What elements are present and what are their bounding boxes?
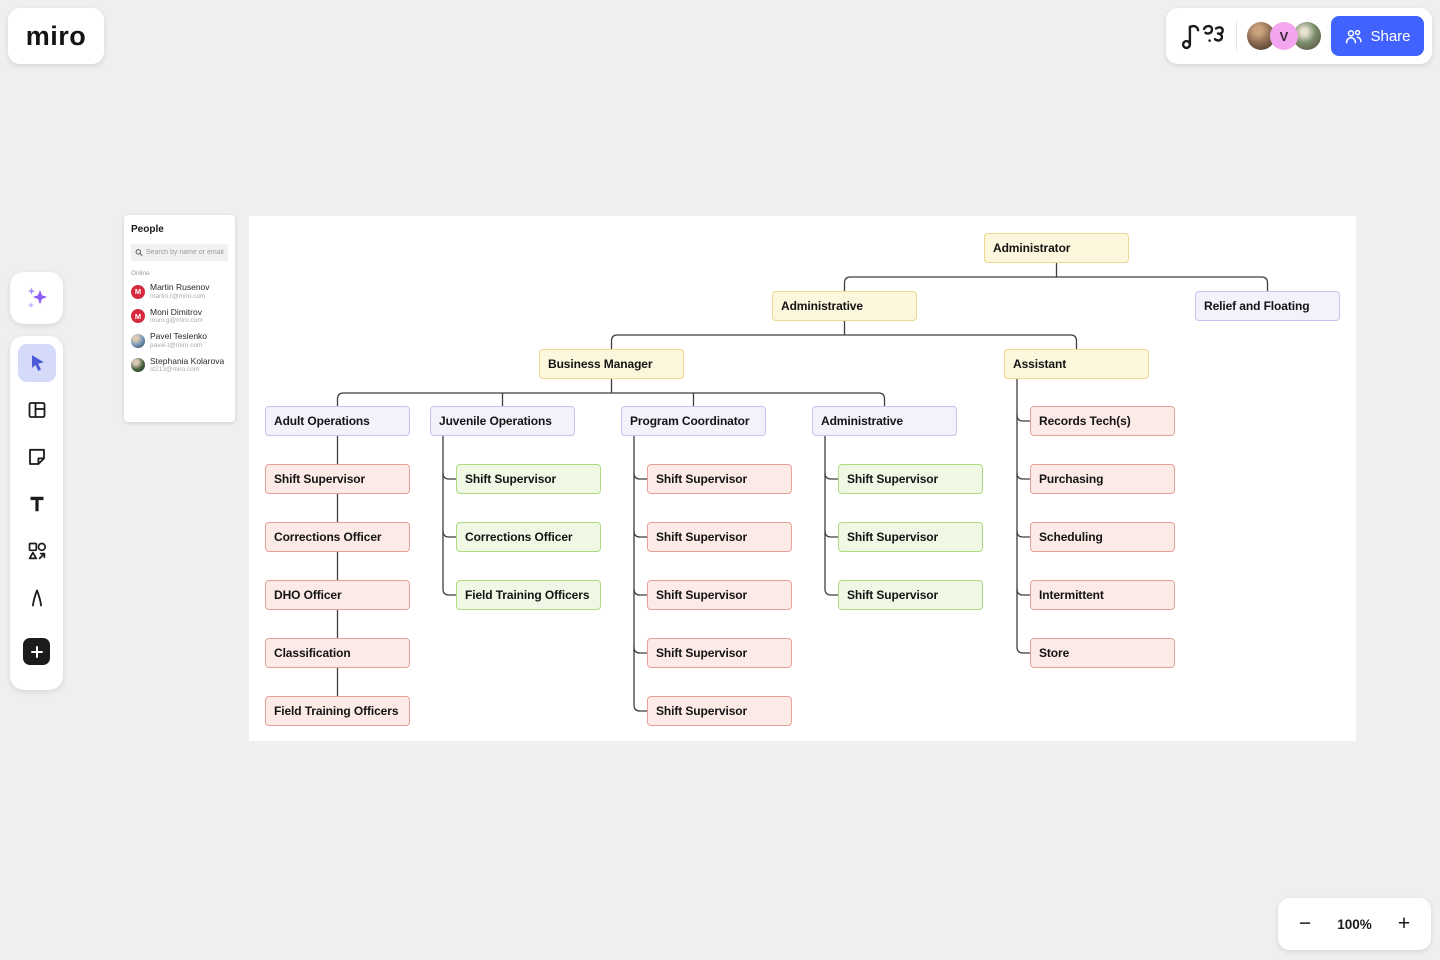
templates-icon bbox=[28, 402, 45, 418]
member-name: Martin Rusenov bbox=[150, 282, 210, 292]
org-node[interactable]: Shift Supervisor bbox=[265, 464, 410, 494]
member-name: Pavel Teslenko bbox=[150, 331, 208, 342]
topbar-divider bbox=[1236, 21, 1237, 51]
pen-icon bbox=[31, 589, 42, 607]
zoom-level[interactable]: 100% bbox=[1337, 916, 1372, 932]
share-label: Share bbox=[1370, 27, 1411, 45]
toolbar bbox=[10, 336, 63, 690]
org-node[interactable]: Administrative bbox=[812, 406, 957, 436]
member-email: martin.r@miro.com bbox=[150, 292, 206, 300]
org-node[interactable]: Shift Supervisor bbox=[838, 464, 983, 494]
org-node[interactable]: Store bbox=[1030, 638, 1175, 668]
org-node[interactable]: Shift Supervisor bbox=[647, 696, 792, 726]
org-node[interactable]: Assistant bbox=[1004, 349, 1149, 379]
org-node[interactable]: Program Coordinator bbox=[621, 406, 766, 436]
sticky-note-tool-button[interactable] bbox=[18, 438, 56, 476]
online-section-label: Online bbox=[131, 270, 150, 277]
shapes-icon bbox=[28, 542, 46, 560]
org-node[interactable]: Administrator bbox=[984, 233, 1129, 263]
people-panel: People Online M Martin Rusenovmartin.r@mi… bbox=[124, 215, 235, 422]
org-node[interactable]: Classification bbox=[265, 638, 410, 668]
share-button[interactable]: Share bbox=[1331, 16, 1424, 56]
collaborator-avatar[interactable]: V bbox=[1270, 22, 1298, 50]
org-node[interactable]: Shift Supervisor bbox=[647, 580, 792, 610]
org-node[interactable]: Purchasing bbox=[1030, 464, 1175, 494]
org-node[interactable]: Shift Supervisor bbox=[647, 522, 792, 552]
org-node[interactable]: Shift Supervisor bbox=[838, 580, 983, 610]
text-icon bbox=[30, 496, 43, 512]
music-doodle-icon bbox=[1181, 24, 1224, 50]
people-panel-title: People bbox=[131, 224, 164, 235]
text-tool-button[interactable] bbox=[18, 485, 56, 523]
org-node[interactable]: Records Tech(s) bbox=[1030, 406, 1175, 436]
org-node[interactable]: Shift Supervisor bbox=[647, 464, 792, 494]
avatar bbox=[131, 358, 145, 373]
add-tool-button[interactable] bbox=[23, 638, 50, 665]
member-email: st213@miro.com bbox=[150, 366, 200, 374]
org-node[interactable]: Corrections Officer bbox=[456, 522, 601, 552]
templates-tool-button[interactable] bbox=[18, 391, 56, 429]
member-email: moni.g@miro.com bbox=[150, 317, 203, 325]
org-node[interactable]: Shift Supervisor bbox=[456, 464, 601, 494]
org-node[interactable]: Business Manager bbox=[539, 349, 684, 379]
share-people-icon bbox=[1346, 29, 1363, 43]
people-search-input[interactable] bbox=[145, 249, 224, 256]
org-node[interactable]: Intermittent bbox=[1030, 580, 1175, 610]
zoom-out-button[interactable]: − bbox=[1292, 911, 1318, 937]
topbar-right: V Share bbox=[1166, 8, 1432, 64]
org-node[interactable]: Juvenile Operations bbox=[430, 406, 575, 436]
org-connectors bbox=[336, 263, 1269, 712]
cursor-icon bbox=[31, 355, 44, 371]
sticky-note-icon bbox=[28, 448, 45, 465]
org-node[interactable]: DHO Officer bbox=[265, 580, 410, 610]
collaborator-avatars: V bbox=[1247, 22, 1321, 50]
zoom-in-button[interactable]: + bbox=[1391, 911, 1417, 937]
miro-logo-text: miro bbox=[25, 20, 87, 51]
avatar: M bbox=[131, 284, 145, 299]
member-email: pavel.t@miro.com bbox=[150, 341, 203, 349]
member-name: Stephania Kolarova bbox=[150, 355, 225, 366]
plus-icon bbox=[30, 645, 43, 658]
pen-tool-button[interactable] bbox=[18, 579, 56, 617]
org-node[interactable]: Corrections Officer bbox=[265, 522, 410, 552]
ai-assistant-button[interactable] bbox=[10, 272, 63, 324]
org-node[interactable]: Field Training Officers bbox=[456, 580, 601, 610]
org-node[interactable]: Administrative bbox=[772, 291, 917, 321]
zoom-controls: − 100% + bbox=[1278, 898, 1431, 950]
search-icon bbox=[135, 249, 143, 256]
sparkles-icon bbox=[27, 287, 47, 309]
org-node[interactable]: Shift Supervisor bbox=[838, 522, 983, 552]
avatar bbox=[131, 333, 145, 348]
people-search[interactable] bbox=[131, 244, 228, 261]
org-node[interactable]: Scheduling bbox=[1030, 522, 1175, 552]
org-node[interactable]: Shift Supervisor bbox=[647, 638, 792, 668]
org-node[interactable]: Relief and Floating bbox=[1195, 291, 1340, 321]
shapes-tool-button[interactable] bbox=[18, 532, 56, 570]
select-tool-button[interactable] bbox=[17, 344, 56, 382]
miro-logo[interactable]: miro bbox=[8, 8, 104, 64]
avatar: M bbox=[131, 309, 145, 324]
org-node[interactable]: Field Training Officers bbox=[265, 696, 410, 726]
org-node[interactable]: Adult Operations bbox=[265, 406, 410, 436]
member-name: Moni Dimitrov bbox=[150, 306, 202, 317]
